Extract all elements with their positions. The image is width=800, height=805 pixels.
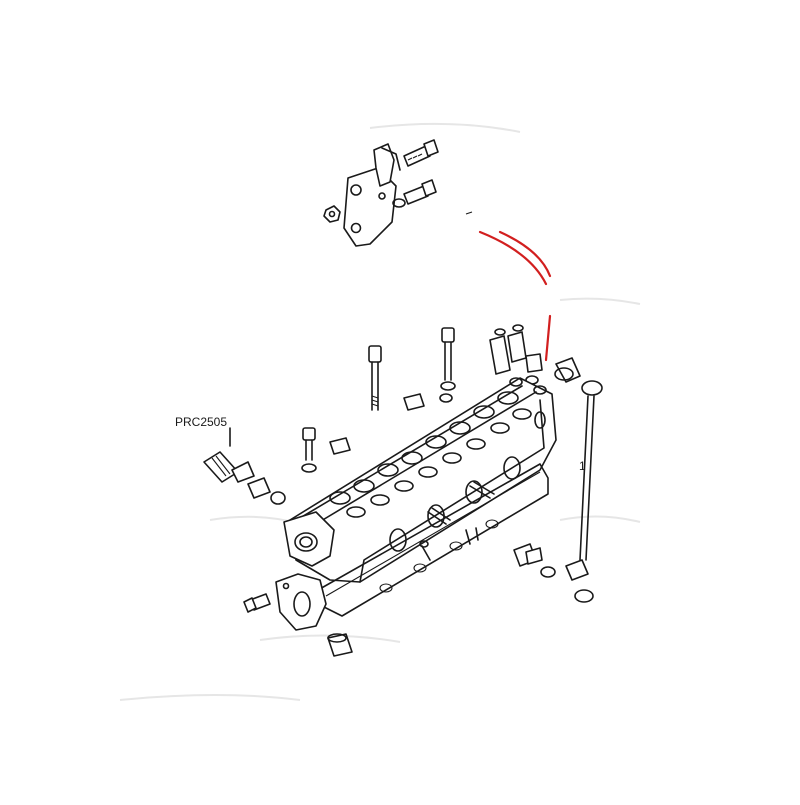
bracket-bolt-top [403, 139, 439, 167]
pipe-marker: 1 [579, 459, 586, 473]
head-bolt-left [368, 345, 382, 411]
banjo-bolt [513, 543, 543, 567]
head-bolt-short [301, 427, 317, 473]
bracket-nut [323, 205, 341, 223]
valve-springs [329, 391, 532, 518]
washers [439, 377, 547, 403]
manifold-studs [419, 481, 495, 561]
lifting-bracket [343, 143, 401, 247]
temperature-sensor [203, 451, 286, 505]
head-bolt-centre [440, 327, 456, 391]
top-plugs [489, 324, 543, 385]
plate-bolt [243, 593, 271, 613]
oil-feed-pipe [540, 357, 603, 603]
highlight-leader [465, 211, 552, 362]
part-label-prc2505: PRC2505 [175, 415, 227, 429]
front-plate [275, 573, 327, 631]
cylinder-head [283, 377, 557, 583]
dowel-sleeves [327, 393, 425, 657]
bracket-bolt-lower [392, 179, 437, 208]
